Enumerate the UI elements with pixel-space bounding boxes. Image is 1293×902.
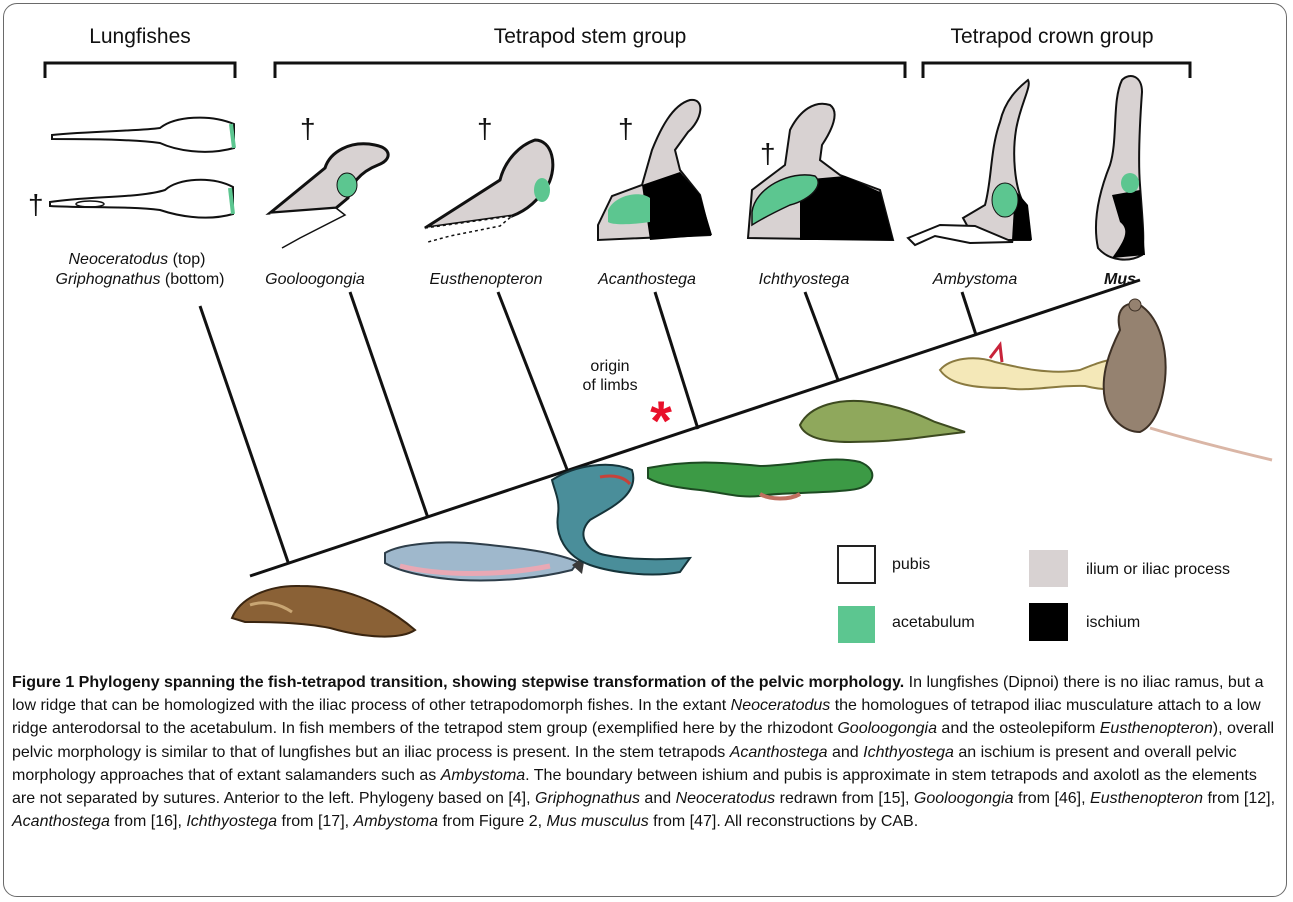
gooloogongia-fish-illustration — [385, 542, 585, 580]
dagger-gooloogongia: † — [300, 113, 316, 144]
legend-swatch-ilium — [1029, 550, 1068, 587]
legend-swatch-pubis — [838, 546, 875, 583]
branch-ichthyostega — [805, 292, 838, 380]
branch-gooloogongia — [350, 292, 428, 518]
caption-taxon: Eusthenopteron — [1100, 720, 1213, 737]
taxon-label-acanthostega: Acanthostega — [597, 271, 696, 288]
dagger-eusthenopteron: † — [477, 113, 493, 144]
branch-ambystoma — [962, 292, 976, 335]
eusthenopteron-pelvis-illustration — [425, 140, 553, 242]
group-label-crown: Tetrapod crown group — [950, 25, 1153, 48]
bracket-lungfishes — [45, 63, 235, 78]
caption-taxon: Gooloogongia — [837, 720, 937, 737]
caption-text: from [47]. All reconstructions by CAB. — [649, 813, 918, 830]
ambystoma-pelvis-illustration — [908, 80, 1032, 245]
caption-text: from Figure 2, — [438, 813, 546, 830]
legend-label-acetabulum: acetabulum — [892, 614, 975, 631]
caption-text: and the osteolepiform — [937, 720, 1100, 737]
legend-swatch-ischium — [1029, 603, 1068, 641]
legend-label-ilium: ilium or iliac process — [1086, 561, 1230, 578]
neoceratodus-pelvis-illustration — [52, 118, 234, 152]
caption-taxon: Neoceratodus — [676, 790, 776, 807]
caption-text: and — [828, 744, 864, 761]
caption-taxon: Ambystoma — [441, 767, 525, 784]
legend-swatch-acetabulum — [838, 606, 875, 643]
origin-note-line2: of limbs — [582, 377, 637, 394]
caption-text: from [12], — [1203, 790, 1275, 807]
taxon-label-gooloogongia: Gooloogongia — [265, 271, 365, 288]
legend-label-ischium: ischium — [1086, 614, 1140, 631]
phylogeny-figure: Lungfishes Tetrapod stem group Tetrapod … — [0, 0, 1293, 670]
legend-label-pubis: pubis — [892, 556, 930, 573]
taxon-label-griphognathus: Griphognathus (bottom) — [56, 271, 225, 288]
dagger-acanthostega: † — [618, 113, 634, 144]
caption-taxon: Mus musculus — [546, 813, 648, 830]
taxon-label-ichthyostega: Ichthyostega — [759, 271, 850, 288]
caption-title: Figure 1 Phylogeny spanning the fish-tet… — [12, 674, 904, 691]
griphognathus-pelvis-illustration — [50, 180, 233, 218]
group-label-lungfishes: Lungfishes — [89, 25, 191, 48]
tree-backbone — [250, 280, 1140, 576]
acanthostega-animal-illustration — [648, 460, 872, 499]
caption-text: from [46], — [1014, 790, 1090, 807]
branch-lungfishes — [200, 306, 288, 562]
caption-taxon: Ichthyostega — [863, 744, 954, 761]
caption-taxon: Neoceratodus — [731, 697, 831, 714]
bracket-crown — [923, 63, 1190, 78]
caption-text: redrawn from [15], — [775, 790, 914, 807]
caption-text: and — [640, 790, 676, 807]
origin-note-line1: origin — [590, 358, 629, 375]
taxon-label-neoceratodus: Neoceratodus (top) — [69, 251, 206, 268]
caption-taxon: Eusthenopteron — [1090, 790, 1203, 807]
mouse-illustration — [1104, 299, 1272, 460]
dagger-ichthyostega: † — [760, 138, 776, 169]
origin-asterisk: * — [650, 389, 672, 452]
gooloogongia-pelvis-illustration — [270, 144, 388, 248]
lungfish-illustration — [232, 586, 415, 637]
caption-taxon: Ambystoma — [354, 813, 438, 830]
bracket-stem — [275, 63, 905, 78]
caption-text: from [16], — [110, 813, 186, 830]
mus-pelvis-illustration — [1096, 76, 1145, 260]
ichthyostega-animal-illustration — [800, 401, 965, 442]
caption-taxon: Acanthostega — [730, 744, 828, 761]
caption-taxon: Ichthyostega — [186, 813, 277, 830]
caption-taxon: Gooloogongia — [914, 790, 1014, 807]
group-label-stem: Tetrapod stem group — [494, 25, 687, 48]
dagger-griphognathus: † — [28, 189, 44, 220]
caption-taxon: Griphognathus — [535, 790, 640, 807]
taxon-label-eusthenopteron: Eusthenopteron — [430, 271, 543, 288]
taxon-label-ambystoma: Ambystoma — [932, 271, 1018, 288]
branch-eusthenopteron — [498, 292, 568, 472]
caption-taxon: Acanthostega — [12, 813, 110, 830]
ichthyostega-pelvis-illustration — [748, 104, 893, 240]
acanthostega-pelvis-illustration — [598, 100, 712, 240]
caption-text: from [17], — [277, 813, 353, 830]
figure-caption: Figure 1 Phylogeny spanning the fish-tet… — [12, 671, 1280, 833]
